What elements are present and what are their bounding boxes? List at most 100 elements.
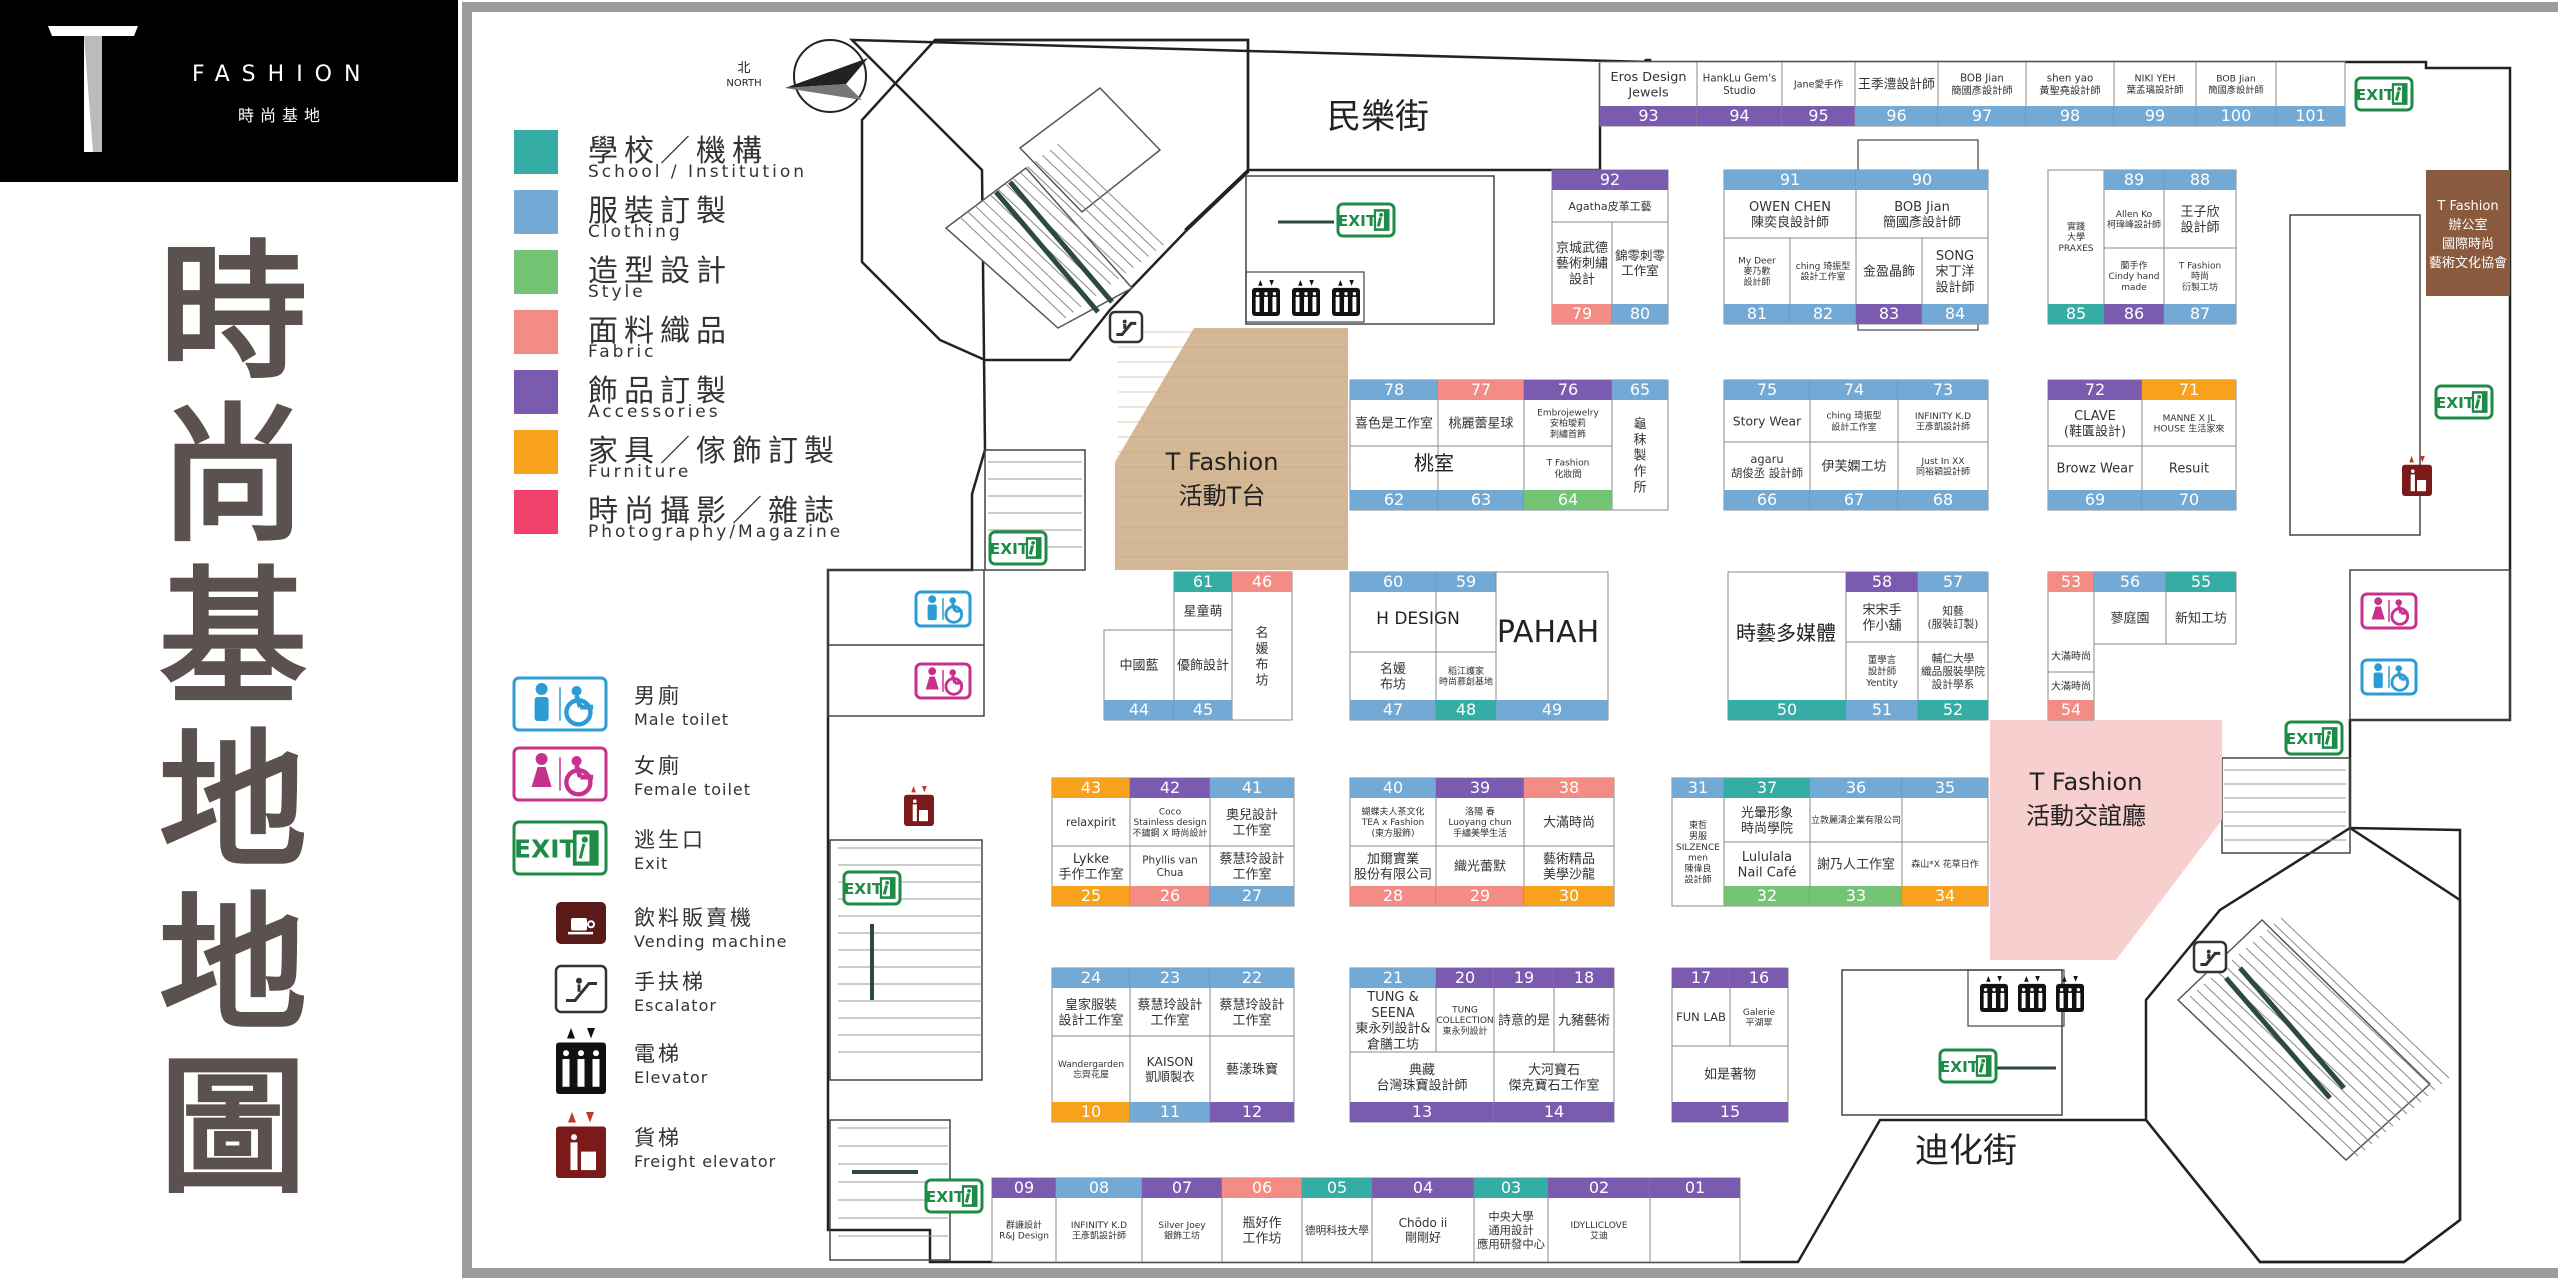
booth-name: 錦零刺零工作室 bbox=[1615, 248, 1666, 278]
booth-number: 48 bbox=[1456, 700, 1476, 719]
booth-number-bar bbox=[1210, 1102, 1294, 1122]
booth-name: 典藏台灣珠寶設計師 bbox=[1376, 1063, 1467, 1094]
booth-number-bar bbox=[1052, 886, 1130, 906]
booth-name: 京城武德藝術刺繡設計 bbox=[1556, 241, 1608, 288]
stage-label: T Fashion bbox=[2029, 768, 2143, 796]
booth-name: 大河寶石傑克寶石工作室 bbox=[1508, 1062, 1599, 1094]
toilet-room-east bbox=[2349, 569, 2511, 721]
elevator-icon bbox=[1292, 280, 1320, 316]
booth: 38 大滿時尚 bbox=[1523, 777, 1615, 847]
booth-number-bar bbox=[1918, 572, 1988, 592]
legend-category-en: Fabric bbox=[588, 342, 657, 362]
booth-number: 97 bbox=[1972, 106, 1992, 125]
title-char: 地 bbox=[159, 879, 307, 1051]
logo-subtitle: 時尚基地 bbox=[238, 106, 327, 125]
booth-number-bar bbox=[1174, 700, 1232, 720]
facility-label-zh: 電梯 bbox=[634, 1042, 682, 1066]
svg-text:EXIT: EXIT bbox=[926, 1188, 965, 1206]
booth-number: 28 bbox=[1383, 886, 1403, 905]
stair-nw bbox=[944, 87, 1164, 329]
booth-name: 九豬藝術 bbox=[1558, 1014, 1610, 1029]
exit-icon: EXIT bbox=[2354, 76, 2414, 112]
booth-number: 70 bbox=[2179, 490, 2199, 509]
booth-number-bar bbox=[1724, 886, 1810, 906]
t-logo-icon bbox=[48, 26, 138, 152]
booth-number-bar bbox=[1350, 1102, 1494, 1122]
booth-number-bar bbox=[1790, 304, 1856, 324]
booth-name: Story Wear bbox=[1733, 413, 1802, 428]
booth-number-bar bbox=[1436, 886, 1524, 906]
booth-number: 75 bbox=[1757, 380, 1777, 399]
booth-number: 73 bbox=[1933, 380, 1953, 399]
booth-name: 金盈晶飾 bbox=[1863, 264, 1915, 280]
stage-label: 活動交誼廳 bbox=[2026, 802, 2146, 830]
booth-name: 大滿時尚 bbox=[1543, 815, 1595, 831]
elevator-icon bbox=[2018, 976, 2046, 1012]
booth-number: 63 bbox=[1471, 490, 1491, 509]
booth-number: 35 bbox=[1935, 778, 1955, 797]
booth: 35 bbox=[1901, 777, 1989, 843]
exit-icon: EXIT bbox=[512, 820, 608, 876]
legend-swatch bbox=[514, 490, 558, 534]
booth-number: 43 bbox=[1081, 778, 1101, 797]
booth-number-bar bbox=[1612, 304, 1668, 324]
elevator-icon bbox=[1332, 280, 1360, 316]
booth-number-bar bbox=[2114, 106, 2196, 126]
booth-number-bar bbox=[1474, 1178, 1548, 1198]
booth-number-bar bbox=[2048, 304, 2104, 324]
left-panel: FASHION 時尚基地 時 尚 基 地 地 圖 bbox=[0, 0, 458, 1280]
booth-name: 謝乃人工作室 bbox=[1817, 857, 1895, 873]
booth-number-bar bbox=[1210, 968, 1294, 988]
elevator-icon bbox=[1980, 976, 2008, 1012]
booth-number-bar bbox=[1697, 106, 1782, 126]
booth-number: 39 bbox=[1470, 778, 1490, 797]
booth-number: 38 bbox=[1559, 778, 1579, 797]
female-toilet-icon bbox=[914, 662, 972, 700]
legend-swatch bbox=[514, 370, 558, 414]
facility-label-en: Escalator bbox=[634, 996, 717, 1015]
booth-name: 宋宋手作小舖 bbox=[1862, 603, 1901, 634]
booth-name: 中央大學通用設計應用研發中心 bbox=[1477, 1209, 1545, 1251]
booth: 59 bbox=[1435, 571, 1497, 653]
stair-hall-southeast bbox=[2144, 826, 2462, 1264]
booth-number-bar bbox=[992, 1178, 1056, 1198]
booth-number: 100 bbox=[2221, 106, 2252, 125]
svg-text:EXIT: EXIT bbox=[514, 834, 577, 863]
booth-number-bar bbox=[1174, 572, 1232, 592]
booth-number-bar bbox=[1856, 304, 1922, 324]
booth-name: 德明科技大學 bbox=[1305, 1224, 1369, 1237]
page-title: 時 尚 基 地 地 圖 bbox=[148, 232, 318, 1210]
booth-number: 11 bbox=[1160, 1102, 1180, 1121]
booth-number-bar bbox=[1494, 968, 1554, 988]
svg-text:EXIT: EXIT bbox=[844, 880, 883, 898]
booth: 50 bbox=[1727, 571, 1847, 721]
title-char: 地 bbox=[159, 716, 307, 888]
booth-number-bar bbox=[1902, 886, 1988, 906]
booth-number-bar bbox=[1810, 380, 1898, 400]
booth-number-bar bbox=[1350, 778, 1436, 798]
